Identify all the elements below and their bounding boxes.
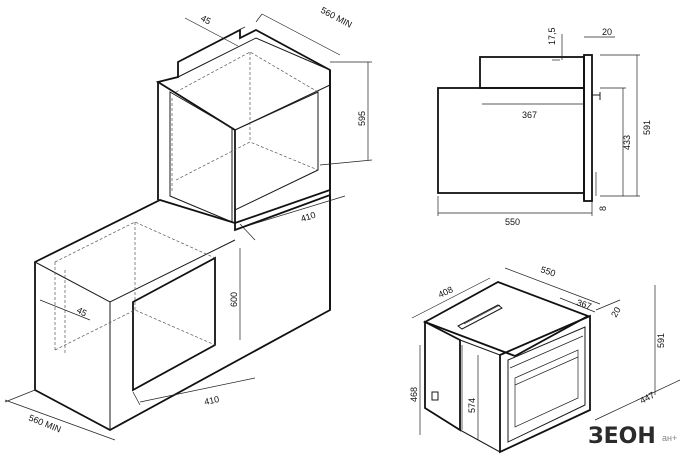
dim-tall-niche-depth: 410 bbox=[300, 210, 317, 224]
dim-tall-width-min: 560 MIN bbox=[319, 5, 354, 30]
side-view bbox=[437, 34, 640, 216]
dim-iso-depth: 550 bbox=[539, 264, 556, 278]
dim-iso-height: 591 bbox=[656, 333, 666, 348]
dim-iso-inner-height: 574 bbox=[467, 398, 477, 413]
brand-name: ЗEОН bbox=[588, 424, 656, 449]
left-dimension-lines bbox=[4, 13, 373, 441]
dim-side-total-depth: 550 bbox=[505, 217, 520, 227]
brand-tag: ан+ bbox=[662, 433, 677, 443]
dim-low-top-depth: 45 bbox=[75, 305, 89, 319]
dim-low-niche-height: 600 bbox=[229, 292, 239, 307]
dim-side-bottom-gap: 8 bbox=[598, 206, 608, 211]
tall-cabinet bbox=[155, 28, 331, 310]
side-view-labels: 17,5 20 367 591 433 8 550 bbox=[505, 27, 652, 227]
dim-low-niche-depth: 410 bbox=[203, 394, 220, 407]
dim-side-panel-offset: 17,5 bbox=[547, 27, 557, 45]
dim-side-front-height: 433 bbox=[622, 135, 632, 150]
oven-isometric bbox=[411, 267, 681, 454]
dim-tall-top-depth: 45 bbox=[199, 13, 213, 27]
left-dimension-labels: 45 560 MIN 595 410 600 45 410 560 MIN bbox=[27, 5, 367, 435]
low-cabinet bbox=[34, 193, 331, 432]
dim-side-body-depth: 367 bbox=[522, 110, 537, 120]
dim-low-width-min: 560 MIN bbox=[27, 413, 62, 435]
dim-tall-niche-height: 595 bbox=[357, 111, 367, 126]
brand-logo: ЗEОН ан+ bbox=[588, 424, 677, 449]
dim-side-door-thickness: 20 bbox=[602, 27, 612, 37]
dim-side-total-height: 591 bbox=[642, 120, 652, 135]
dim-iso-left-height: 468 bbox=[409, 387, 419, 402]
dim-iso-body-depth: 367 bbox=[575, 297, 592, 311]
oven-isometric-labels: 408 550 367 20 591 468 574 447 bbox=[409, 264, 666, 413]
dim-iso-door: 20 bbox=[609, 305, 623, 319]
